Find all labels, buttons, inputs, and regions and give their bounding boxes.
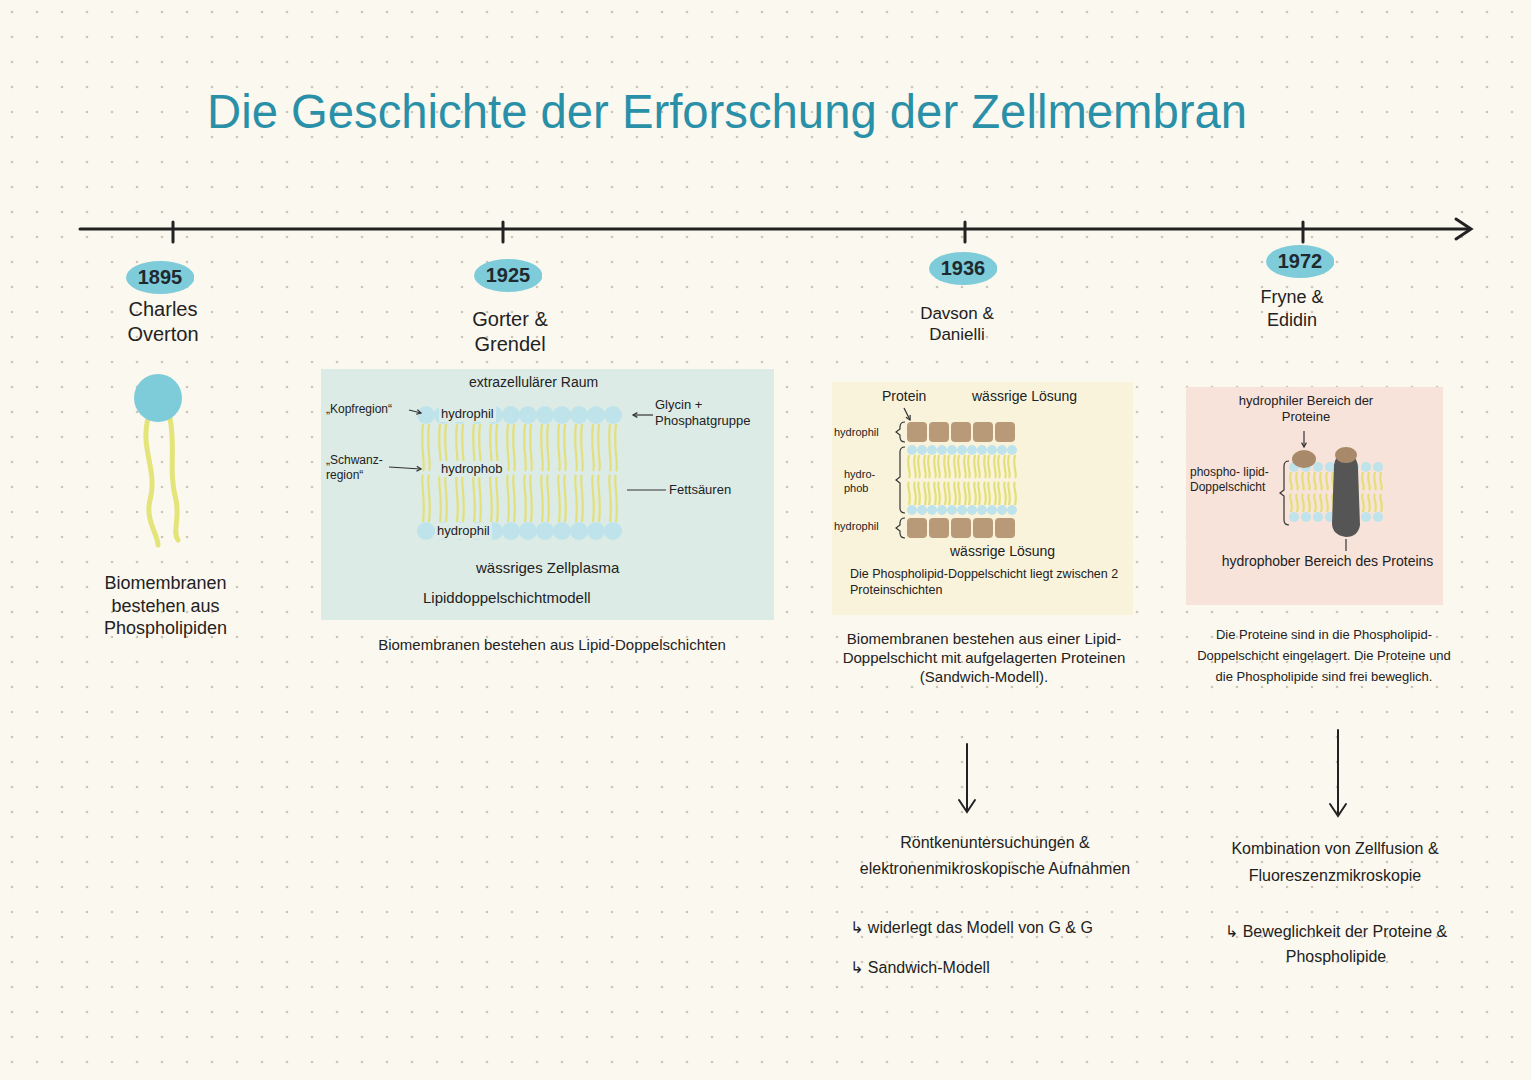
- year-badge: 1895: [126, 261, 195, 294]
- lipid-bilayer: [389, 406, 666, 540]
- note-text: Röntkenuntersuchungen & elektronenmikros…: [830, 830, 1160, 883]
- note-text: Biomembranen bestehen aus Lipid-Doppelsc…: [318, 636, 786, 655]
- panel-label: phospho- lipid- Doppelschicht: [1190, 465, 1280, 495]
- year-blob: [474, 259, 543, 292]
- note-text: Die Proteine sind in die Phospholipid-Do…: [1190, 625, 1458, 687]
- year-blob: [1266, 245, 1335, 278]
- note-text: ↳ Sandwich-Modell: [850, 958, 1170, 978]
- panel-label: extrazellulärer Raum: [469, 374, 598, 392]
- year-badge: 1972: [1266, 245, 1335, 278]
- panel-label: hydrophil: [834, 426, 879, 440]
- researcher-name: Davson & Danielli: [897, 303, 1017, 346]
- panel-label: Protein: [882, 388, 926, 406]
- note-text: ↳ Beweglichkeit der Proteine & Phospholi…: [1198, 920, 1474, 970]
- panel-label: hydro- phob: [844, 468, 888, 496]
- panel-label: hydrophil: [439, 406, 496, 422]
- timeline-axis: [80, 219, 1471, 242]
- panel-label: wässriges Zellplasma: [476, 559, 619, 578]
- panel-label: Glycin + Phosphatgruppe: [655, 397, 767, 430]
- year-text: 1936: [941, 256, 986, 281]
- panel-label: wässrige Lösung: [972, 388, 1077, 406]
- fluid-mosaic-model: [1280, 431, 1383, 551]
- note-text: ↳ widerlegt das Modell von G & G: [850, 918, 1170, 938]
- researcher-name: Fryne & Edidin: [1237, 286, 1347, 331]
- sandwich-model: [896, 408, 1017, 538]
- down-arrow: [959, 730, 1346, 816]
- model-panel: extrazellulärer Raum „Kopfregion“ hydrophi…: [321, 369, 774, 620]
- panel-label: hydrophober Bereich des Proteins: [1220, 553, 1435, 571]
- panel-label: hydrophob: [439, 461, 504, 477]
- model-panel: hydrophiler Bereich der Proteine phospho-…: [1186, 387, 1443, 605]
- panel-label: hydrophil: [435, 523, 492, 539]
- year-text: 1925: [486, 263, 531, 288]
- year-text: 1972: [1278, 249, 1323, 274]
- note-text: Biomembranen bestehen aus Phospholipiden: [83, 572, 248, 640]
- panel-label: hydrophiler Bereich der Proteine: [1226, 393, 1386, 426]
- panel-label: Lipiddoppelschichtmodell: [423, 589, 591, 608]
- year-badge: 1925: [474, 259, 543, 292]
- phospholipid-figure: [134, 374, 182, 545]
- year-text: 1895: [138, 265, 183, 290]
- note-text: Kombination von Zellfusion & Fluoreszenz…: [1195, 835, 1475, 889]
- year-badge: 1936: [929, 252, 998, 285]
- panel-label: „Schwanz- region“: [326, 453, 388, 483]
- panel-label: „Kopfregion“: [326, 402, 392, 417]
- panel-label: Die Phospholipid-Doppelschicht liegt zwi…: [850, 567, 1125, 598]
- year-blob: [929, 252, 998, 285]
- panel-label: wässrige Lösung: [950, 543, 1055, 561]
- year-blob: [126, 261, 195, 294]
- panel-label: Fettsäuren: [669, 482, 731, 498]
- title: Die Geschichte der Erforschung der Zellm…: [207, 82, 1247, 141]
- researcher-name: Gorter & Grendel: [455, 307, 565, 357]
- researcher-name: Charles Overton: [108, 297, 218, 347]
- model-panel: Protein wässrige Lösung hydrophil hydro- ph…: [832, 382, 1133, 615]
- note-text: Biomembranen bestehen aus einer Lipid-Do…: [836, 630, 1132, 686]
- panel-label: hydrophil: [834, 520, 879, 534]
